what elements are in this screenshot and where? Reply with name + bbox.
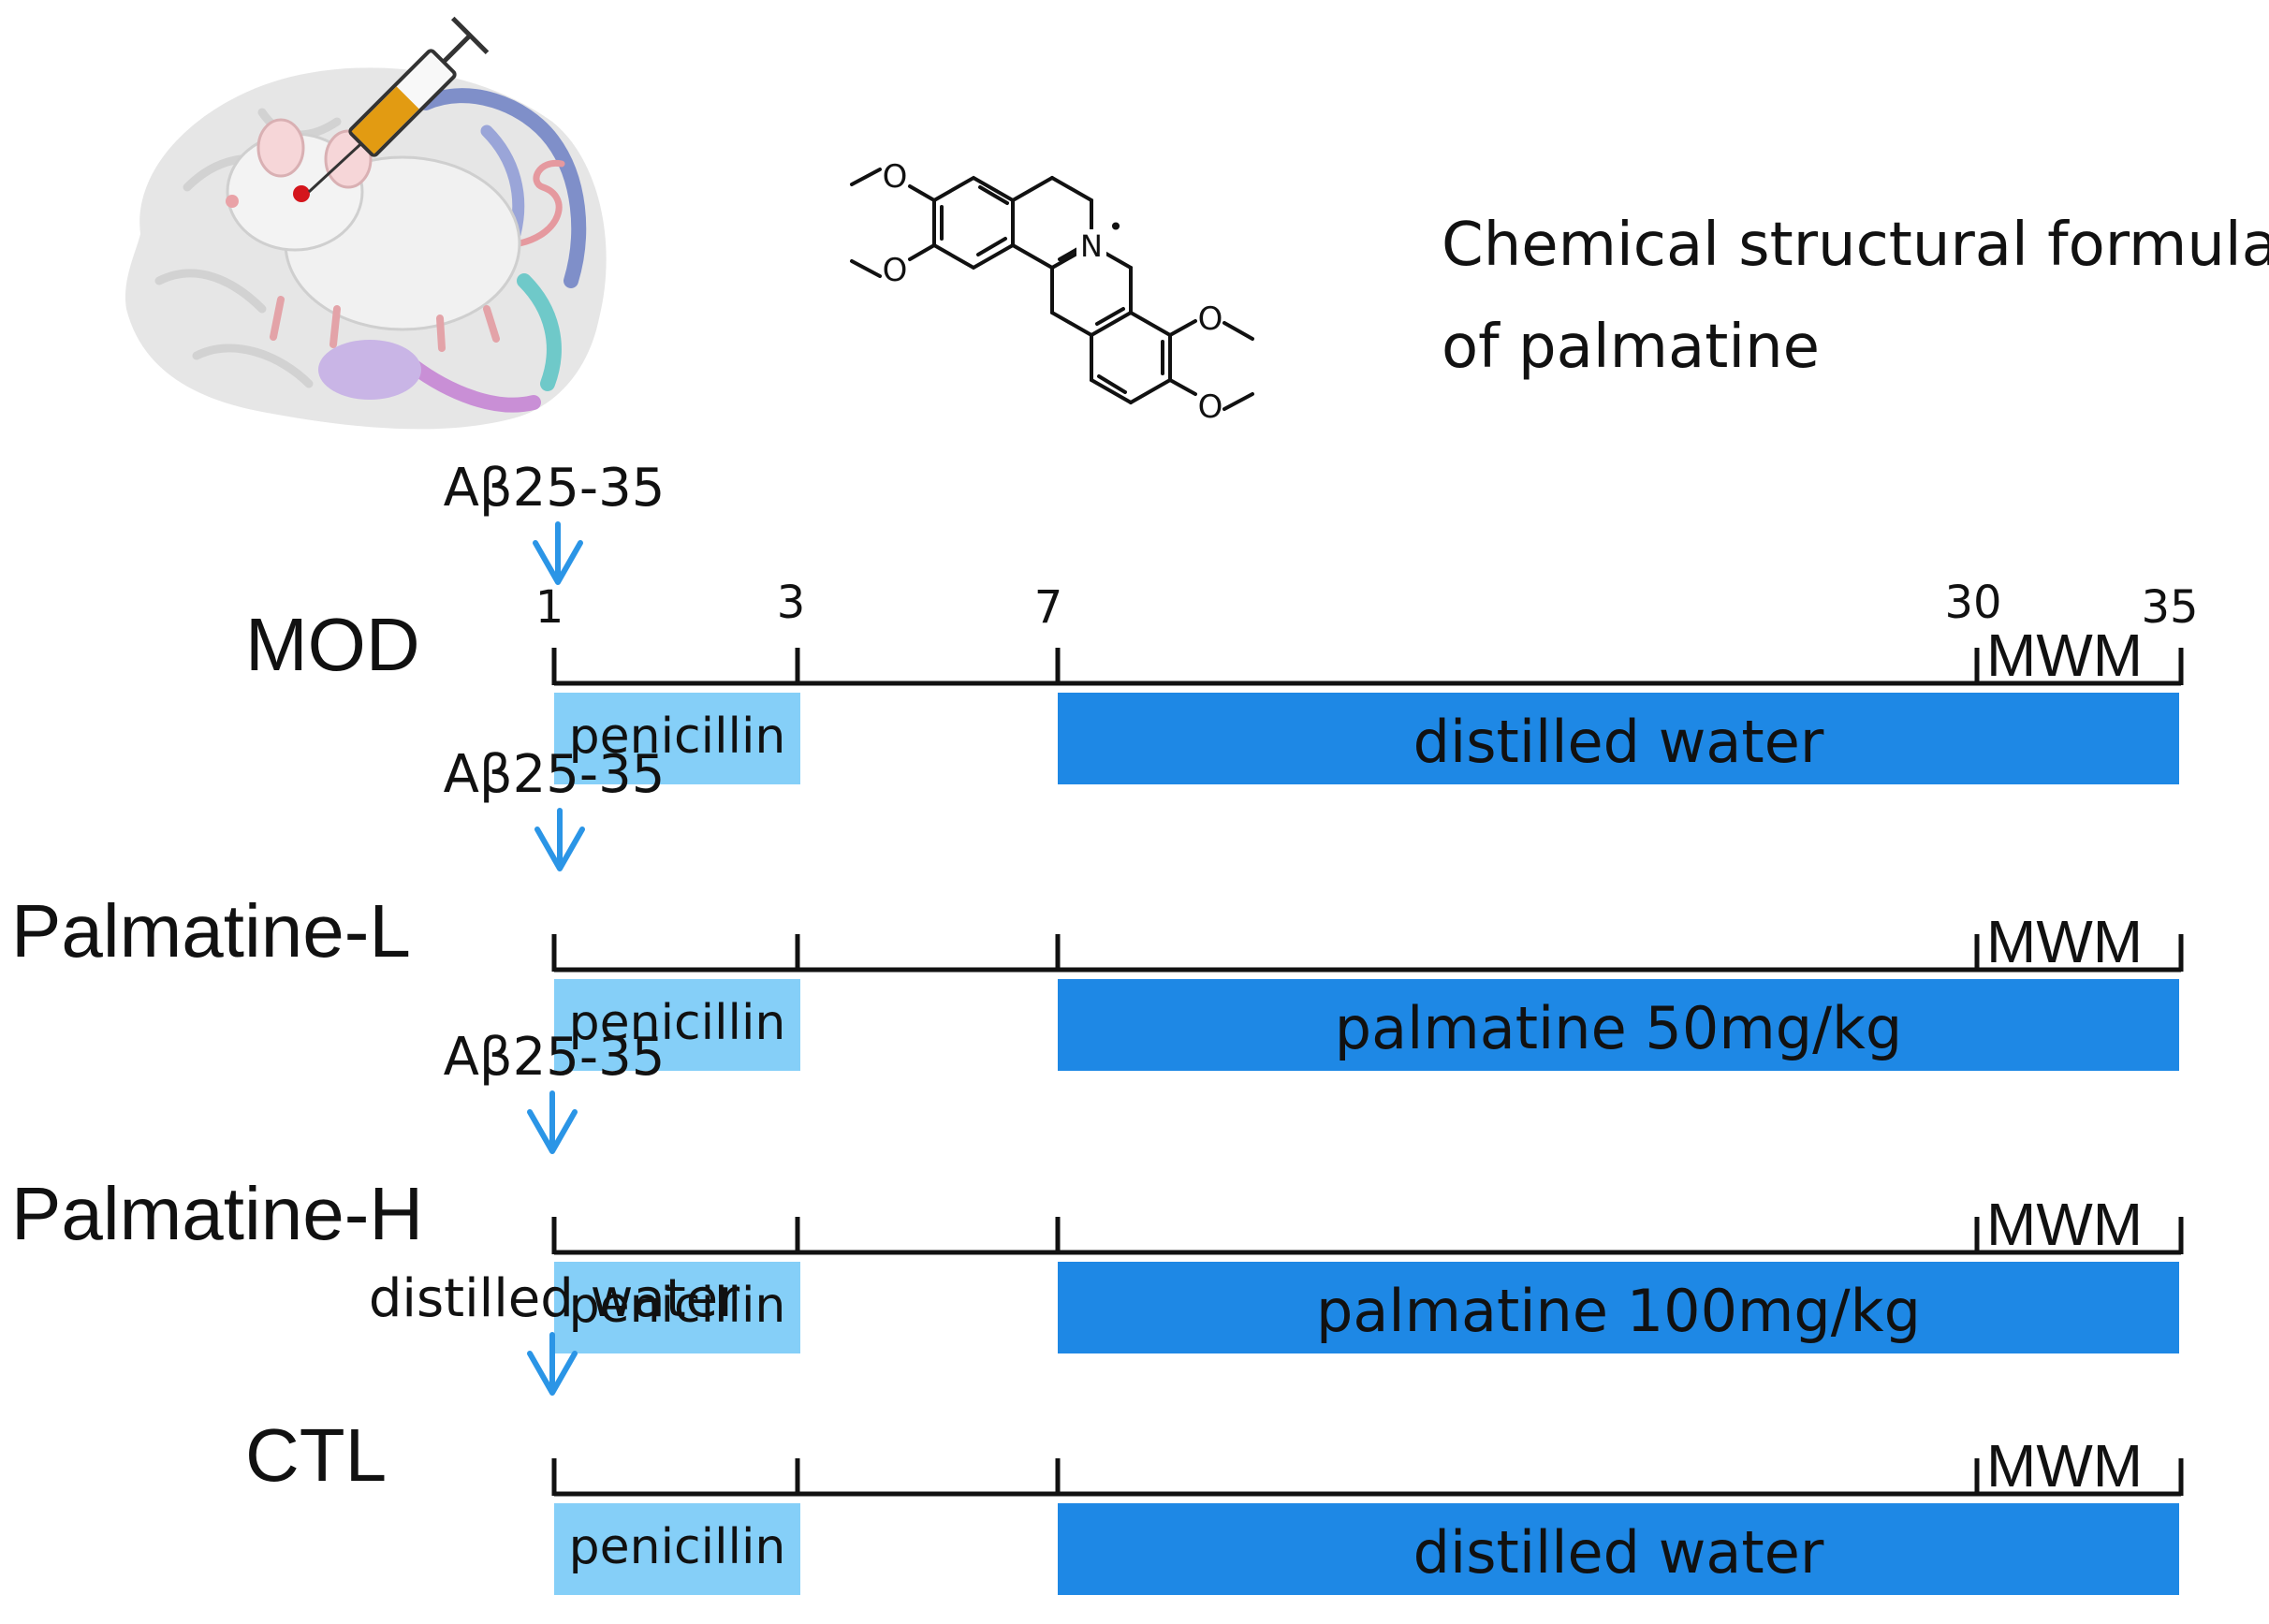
group-label: CTL <box>245 1413 387 1497</box>
syringe-icon <box>307 16 490 194</box>
late-treatment-label: palmatine 50mg/kg <box>1335 994 1902 1062</box>
early-treatment-label: penicillin <box>569 709 786 765</box>
palmatine-structure-icon <box>850 168 1254 411</box>
nitrogen-atom-label: N <box>1080 228 1103 264</box>
injection-label: Aβ25-35 <box>444 744 666 805</box>
early-treatment-bar <box>554 979 800 1071</box>
early-treatment-label: penicillin <box>569 1278 786 1334</box>
day-tick-label-3: 3 <box>777 577 806 629</box>
injection-label: distilled water <box>369 1268 740 1329</box>
mwm-test-label: MWM <box>1986 1432 2143 1500</box>
injection-arrow-head <box>533 540 583 585</box>
early-treatment-bar <box>554 693 800 784</box>
nitrogen-charge-dot: • <box>1108 212 1124 242</box>
late-treatment-label: distilled water <box>1413 708 1824 776</box>
early-treatment-label: penicillin <box>569 1519 786 1575</box>
day-tick-label-30: 30 <box>1944 577 2001 629</box>
early-treatment-bar <box>554 1503 800 1595</box>
injection-label: Aβ25-35 <box>444 458 666 519</box>
methoxy-oxygen-3: O <box>1198 300 1223 338</box>
methoxy-oxygen-2: O <box>883 252 908 289</box>
mwm-test-label: MWM <box>1986 622 2143 689</box>
methoxy-oxygen-1: O <box>883 158 908 196</box>
day-tick-label-35: 35 <box>2141 581 2198 634</box>
late-treatment-bar <box>1058 1503 2179 1595</box>
injection-arrow-head <box>534 827 585 871</box>
early-treatment-bar <box>554 1262 800 1353</box>
group-label: Palmatine-L <box>11 889 411 973</box>
mouse-icon <box>226 118 565 352</box>
group-label: Palmatine-H <box>11 1172 423 1255</box>
mwm-test-label: MWM <box>1986 908 2143 975</box>
mwm-test-label: MWM <box>1986 1191 2143 1258</box>
methoxy-oxygen-4: O <box>1198 388 1223 426</box>
late-treatment-bar <box>1058 1262 2179 1353</box>
late-treatment-label: distilled water <box>1413 1518 1824 1587</box>
injection-label: Aβ25-35 <box>444 1027 666 1088</box>
late-treatment-bar <box>1058 979 2179 1071</box>
group-label: MOD <box>245 603 420 686</box>
early-treatment-label: penicillin <box>569 995 786 1051</box>
day-tick-label-7: 7 <box>1034 581 1063 634</box>
injection-arrow-head <box>527 1351 578 1396</box>
late-treatment-label: palmatine 100mg/kg <box>1316 1277 1921 1345</box>
late-treatment-bar <box>1058 693 2179 784</box>
structure-caption-line-2: of palmatine <box>1442 313 1820 382</box>
structure-caption-line-1: Chemical structural formula <box>1442 211 2269 280</box>
injection-arrow-head <box>527 1109 578 1154</box>
nitrogen-label-background <box>1076 229 1106 261</box>
day-tick-label-1: 1 <box>535 581 564 634</box>
